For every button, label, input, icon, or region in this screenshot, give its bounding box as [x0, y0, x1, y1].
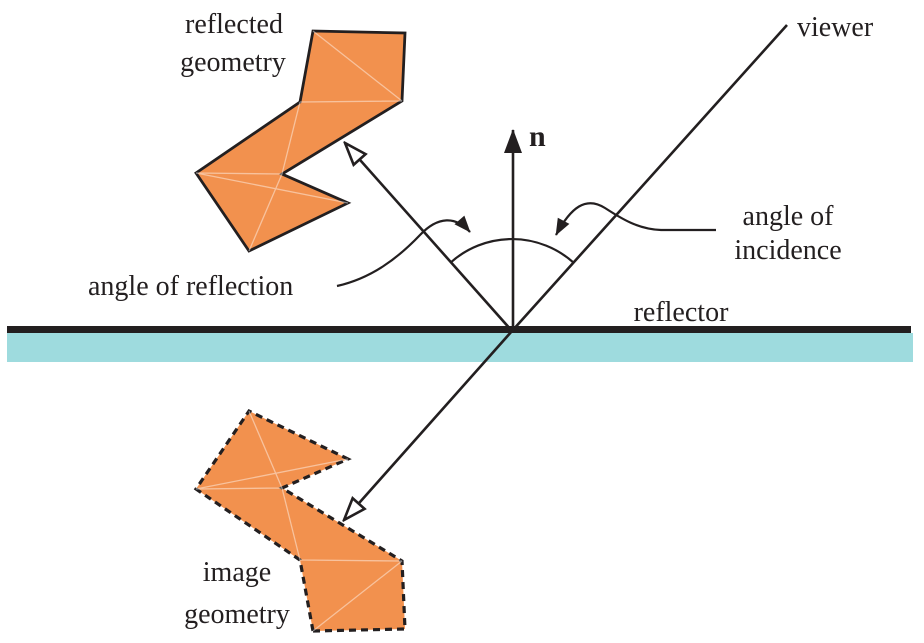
label-angle-of-incidence-line1: angle of — [743, 201, 835, 232]
image-geometry-polygon — [193, 408, 407, 633]
incidence-leader-line — [555, 202, 716, 236]
angle-arc — [450, 238, 575, 264]
reflected-geometry-polygon — [194, 29, 407, 253]
label-image-geometry-line2: geometry — [184, 599, 290, 630]
label-reflected-geometry-line2: geometry — [180, 47, 286, 78]
reflector-surface-line — [7, 326, 911, 333]
label-angle-of-incidence-line2: incidence — [734, 235, 841, 266]
label-reflected-geometry-line1: reflected — [185, 9, 283, 40]
label-normal: n — [529, 120, 546, 153]
reflector-band — [7, 333, 913, 362]
reflected-geometry — [194, 29, 407, 253]
image-geometry — [193, 408, 407, 633]
label-image-geometry-line1: image — [203, 557, 271, 588]
reflected-ray — [345, 143, 513, 332]
reflected-geometry-mesh-lines — [195, 30, 403, 252]
reflection-leader-line — [336, 215, 471, 288]
label-angle-of-reflection: angle of reflection — [88, 271, 293, 302]
viewer-ray — [344, 24, 788, 520]
image-geometry-mesh-lines — [195, 410, 403, 632]
label-viewer: viewer — [797, 12, 874, 43]
label-reflector: reflector — [634, 297, 729, 328]
